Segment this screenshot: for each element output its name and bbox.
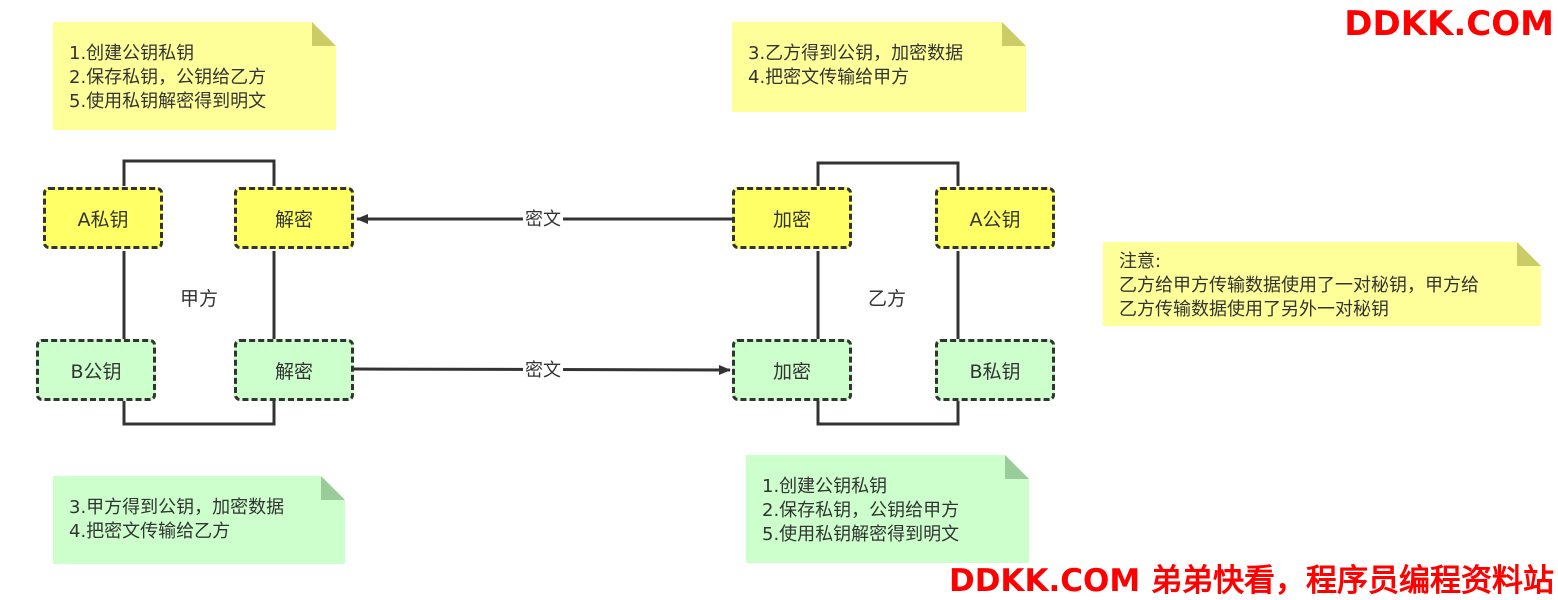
note-party-a-top: 1.创建公钥私钥 2.保存私钥，公钥给乙方 5.使用私钥解密得到明文 xyxy=(53,22,336,130)
party-b-bottom-connector xyxy=(816,401,960,426)
node-a-private-key[interactable]: A私钥 xyxy=(43,187,163,249)
ciphertext-bottom-label: 密文 xyxy=(523,360,563,382)
note-attention: 注意: 乙方给甲方传输数据使用了一对秘钥，甲方给 乙方传输数据使用了另外一对秘钥 xyxy=(1103,242,1541,326)
node-b-public-key[interactable]: B公钥 xyxy=(36,339,156,401)
note-line: 1.创建公钥私钥 xyxy=(762,476,888,497)
party-a-bottom-connector xyxy=(122,401,276,426)
node-label: 加密 xyxy=(772,360,811,383)
node-label: 加密 xyxy=(772,208,811,231)
party-a-top-connector xyxy=(122,159,276,186)
note-fold-icon xyxy=(1005,455,1029,479)
node-label: B公钥 xyxy=(70,360,122,383)
note-line: 3.甲方得到公钥，加密数据 xyxy=(69,497,285,518)
note-line: 注意: xyxy=(1119,251,1162,272)
note-fold-icon xyxy=(321,476,345,500)
note-line: 1.创建公钥私钥 xyxy=(69,43,195,64)
note-line: 2.保存私钥，公钥给甲方 xyxy=(762,500,960,521)
note-line: 乙方给甲方传输数据使用了一对秘钥，甲方给 xyxy=(1119,275,1479,296)
party-a-label: 甲方 xyxy=(180,288,219,310)
node-b-private-key[interactable]: B私钥 xyxy=(935,339,1055,401)
note-party-a-bottom: 3.甲方得到公钥，加密数据 4.把密文传输给乙方 xyxy=(53,476,345,564)
node-a-bottom-decrypt[interactable]: 解密 xyxy=(234,339,354,401)
party-b-label: 乙方 xyxy=(868,288,907,310)
note-line: 乙方传输数据使用了另外一对秘钥 xyxy=(1119,299,1389,320)
party-b-top-connector xyxy=(816,161,960,186)
node-b-encrypt-top[interactable]: 加密 xyxy=(732,187,852,249)
note-party-b-top: 3.乙方得到公钥，加密数据 4.把密文传输给甲方 xyxy=(732,22,1026,112)
note-line: 5.使用私钥解密得到明文 xyxy=(69,91,267,112)
node-a-public-key[interactable]: A公钥 xyxy=(935,187,1055,249)
node-label: 解密 xyxy=(274,208,313,231)
node-label: A私钥 xyxy=(77,208,129,231)
note-line: 4.把密文传输给甲方 xyxy=(748,67,910,88)
node-a-decrypt[interactable]: 解密 xyxy=(234,187,354,249)
note-line: 2.保存私钥，公钥给乙方 xyxy=(69,67,267,88)
watermark-bottom: DDKK.COM 弟弟快看，程序员编程资料站 xyxy=(948,563,1554,599)
node-label: B私钥 xyxy=(969,360,1021,383)
note-fold-icon xyxy=(312,22,336,46)
ciphertext-top-label: 密文 xyxy=(523,209,563,231)
node-label: A公钥 xyxy=(969,208,1021,231)
note-line: 3.乙方得到公钥，加密数据 xyxy=(748,43,964,64)
note-line: 5.使用私钥解密得到明文 xyxy=(762,524,960,545)
note-fold-icon xyxy=(1517,242,1541,266)
node-label: 解密 xyxy=(274,360,313,383)
note-party-b-bottom: 1.创建公钥私钥 2.保存私钥，公钥给甲方 5.使用私钥解密得到明文 xyxy=(746,455,1029,563)
watermark-top: DDKK.COM xyxy=(1344,4,1554,44)
note-fold-icon xyxy=(1002,22,1026,46)
note-line: 4.把密文传输给乙方 xyxy=(69,521,231,542)
node-b-encrypt-bottom[interactable]: 加密 xyxy=(732,339,852,401)
